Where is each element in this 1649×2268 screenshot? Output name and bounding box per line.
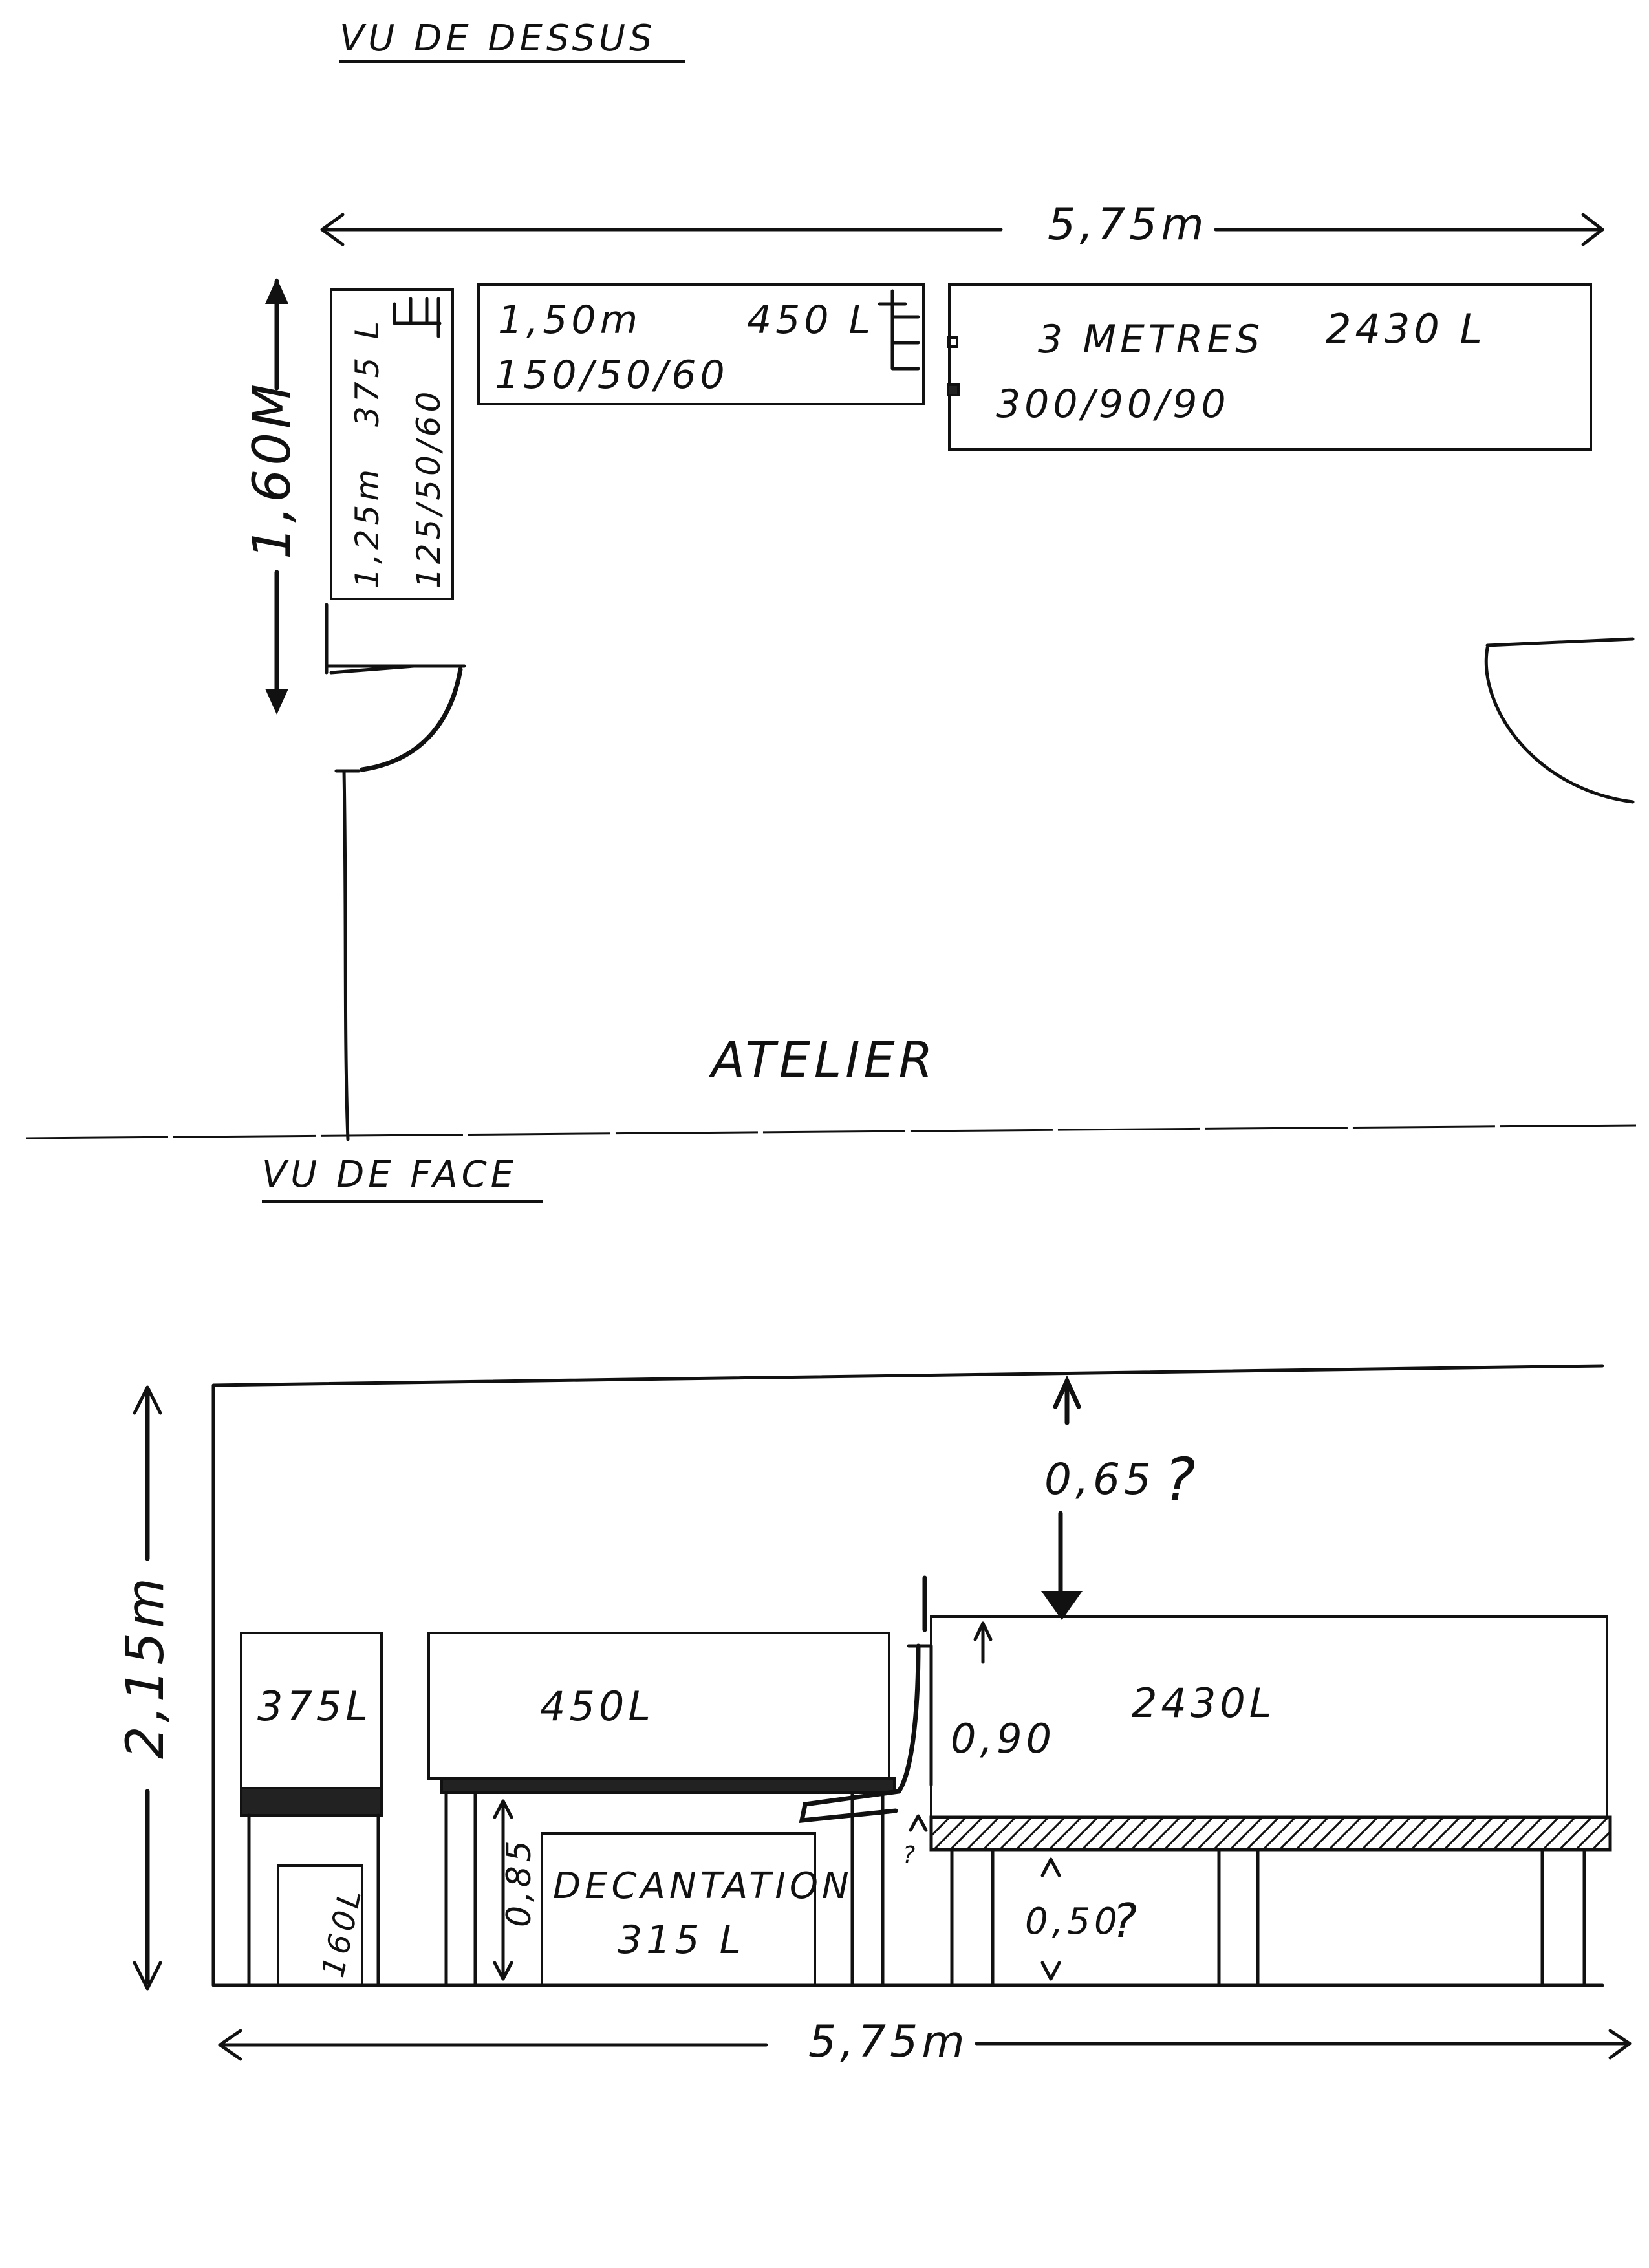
front-tank-large-label: 2430L (1132, 1679, 1275, 1727)
front-height-dimension: 2,15m (115, 1385, 175, 1991)
front-sump: DECANTATION 315 L (541, 1832, 853, 1987)
front-tank-small-label: 375L (257, 1683, 372, 1730)
front-tank-medium-label: 450L (540, 1683, 654, 1730)
top-tank-medium-capacity: 450 L (747, 297, 874, 343)
front-tank-medium: 450L 0,85 (427, 1632, 896, 1987)
front-small-bin (277, 1864, 363, 1987)
front-top-gap-mark: ? (1164, 1445, 1200, 1515)
top-tank-small-length: 1,25m (349, 466, 386, 589)
top-tank-large-capacity: 2430 L (1326, 305, 1486, 352)
front-width-dimension: 5,75m (218, 2016, 1632, 2068)
front-stand-large-mark: ? (1112, 1894, 1141, 1948)
top-view-title: VU DE DESSUS (339, 17, 656, 59)
top-width-label: 5,75m (1048, 199, 1208, 250)
top-tank-small-capacity: 375 L (349, 318, 386, 427)
front-room-frame (211, 1364, 1604, 1987)
front-top-gap-dimension: 0,65 ? (1041, 1375, 1200, 1620)
front-sump-capacity: 315 L (618, 1917, 745, 1963)
top-tank-medium: 1,50m 450 L 150/50/60 (477, 283, 925, 405)
front-tank-small-shelf (240, 1787, 383, 1817)
top-width-dimension: 5,75m (320, 199, 1604, 250)
front-tank-large-stand-top (929, 1815, 1612, 1852)
front-sump-label: DECANTATION (553, 1865, 853, 1907)
top-tank-small-overflow-icon (393, 297, 442, 338)
top-tank-large-pump-icon (947, 383, 960, 396)
top-tank-small-dims: 125/50/60 (410, 388, 447, 589)
front-overflow-pipe (799, 1575, 927, 1823)
top-tank-large-valve-icon (947, 336, 958, 348)
top-tank-medium-dims: 150/50/60 (495, 352, 729, 398)
front-top-gap-label: 0,65 (1044, 1454, 1155, 1504)
top-tank-medium-length: 1,50m (498, 297, 641, 343)
top-tank-small: 1,25m 375 L 125/50/60 (330, 288, 454, 600)
top-view: VU DE DESSUS 5,75m 1,60M 1,25m 375 L 125… (25, 17, 1637, 1141)
top-tank-medium-overflow-icon (878, 289, 920, 371)
view-separator (25, 1124, 1637, 1139)
front-tank-large-height-label: 0,90 (951, 1715, 1055, 1762)
front-width-label: 5,75m (808, 2016, 969, 2068)
top-depth-label: 1,60M (242, 380, 302, 559)
top-tank-large-length: 3 METRES (1038, 317, 1264, 362)
top-right-door (1484, 637, 1635, 804)
top-depth-dimension: 1,60M (242, 278, 302, 715)
front-tank-small: 375L 160L (240, 1632, 383, 1987)
front-tank-large-stand-small-mark: ? (903, 1842, 919, 1868)
front-tank-large: 2430L 0,90 ? 0,50 ? (903, 1615, 1612, 1987)
front-tank-medium-shelf (440, 1777, 896, 1794)
top-room-label: ATELIER (708, 1031, 937, 1088)
front-medium-height-label: 0,85 (500, 1837, 539, 1927)
top-left-wall-door (325, 603, 466, 1141)
top-tank-large-dims: 300/90/90 (996, 382, 1230, 427)
front-view-title: VU DE FACE (262, 1154, 517, 1196)
front-view: VU DE FACE 2,15m 5,75m 375L 160L (115, 1154, 1632, 2068)
top-tank-large: 3 METRES 2430 L 300/90/90 (947, 283, 1592, 451)
front-stand-large-height-label: 0,50 (1025, 1901, 1121, 1943)
front-height-label: 2,15m (115, 1574, 175, 1759)
